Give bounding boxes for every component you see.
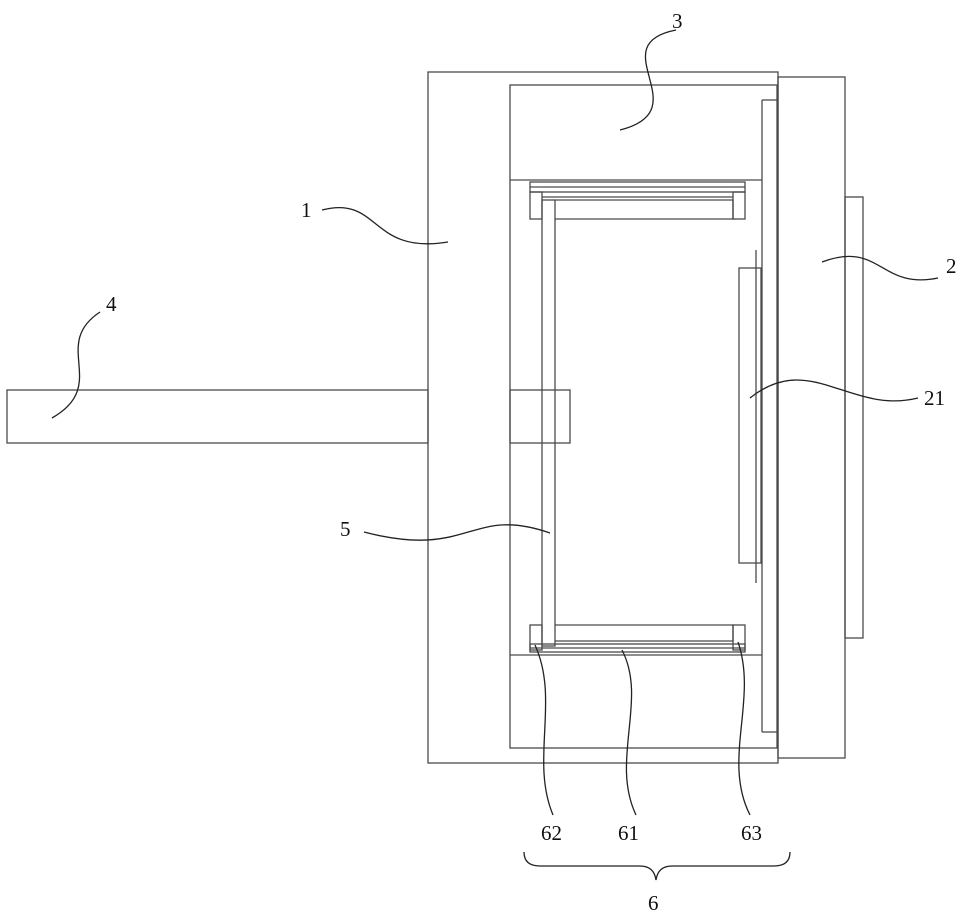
leader-21 (750, 380, 918, 401)
label-5: 5 (340, 517, 351, 541)
inner-frame-5 (542, 200, 555, 646)
label-62: 62 (541, 821, 562, 845)
rod-4-end (510, 390, 570, 443)
label-2: 2 (946, 254, 957, 278)
inner-frame-body (555, 200, 733, 219)
rod-4 (7, 390, 428, 443)
panel-21-outer (739, 268, 761, 563)
top-hook-left (530, 192, 542, 219)
leader-2 (822, 256, 938, 280)
leader-63 (738, 642, 750, 815)
label-1: 1 (301, 198, 312, 222)
leader-3 (620, 30, 676, 130)
label-63: 63 (741, 821, 762, 845)
leader-5 (364, 525, 550, 540)
cover-plate-flange (845, 197, 863, 638)
cover-plate-2 (778, 77, 845, 758)
housing-1 (428, 72, 778, 763)
label-61: 61 (618, 821, 639, 845)
label-4: 4 (106, 292, 117, 316)
leader-61 (622, 650, 636, 815)
leader-1 (322, 208, 448, 244)
leader-4 (52, 312, 100, 418)
label-21: 21 (924, 386, 945, 410)
leader-62 (535, 645, 553, 815)
inner-frame-body-lower (555, 625, 733, 641)
label-3: 3 (672, 9, 683, 33)
label-6: 6 (648, 891, 659, 915)
top-hook-right (733, 192, 745, 219)
brace-6 (524, 852, 790, 880)
